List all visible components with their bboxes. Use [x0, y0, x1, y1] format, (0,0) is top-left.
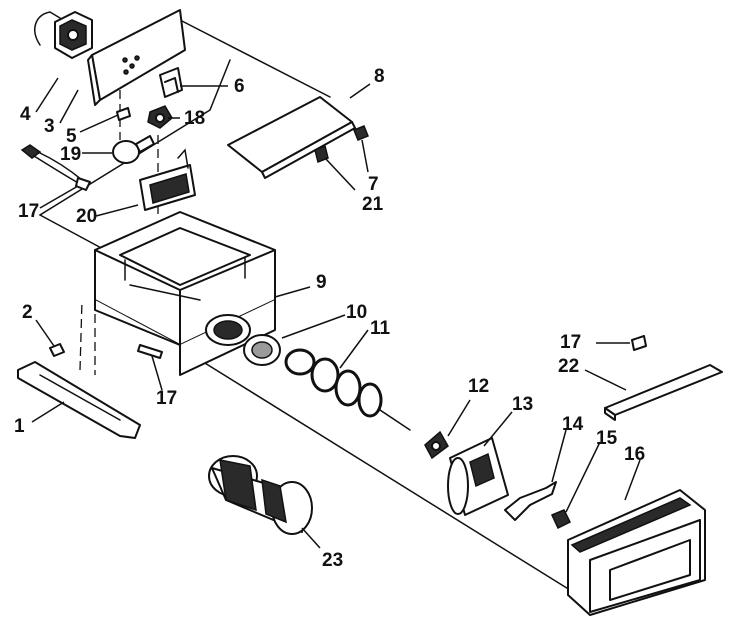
part-24-sleeve [208, 455, 313, 535]
callout-17-right: 17 [560, 332, 581, 353]
callout-19: 18 [184, 108, 205, 129]
callout-20: 19 [60, 144, 81, 165]
part-23-strip [604, 364, 723, 421]
callout-13: 13 [512, 394, 533, 415]
callout-22: 21 [362, 194, 384, 215]
part-1-rail [17, 361, 141, 439]
callout-16: 16 [624, 444, 645, 465]
leader-lines [31, 77, 641, 549]
callouts: 4 3 5 6 8 18 19 7 21 17 20 9 10 11 2 17 … [14, 66, 645, 571]
part-17-screw-right [631, 335, 647, 351]
part-2-screw [49, 343, 65, 357]
callout-15: 15 [596, 428, 618, 449]
callout-11: 11 [370, 318, 391, 339]
callout-3: 3 [44, 116, 55, 137]
part-15-nut [550, 509, 572, 530]
part-14-bracket [504, 481, 557, 521]
part-9-housing [94, 211, 276, 376]
part-12-nut [424, 430, 449, 460]
callout-5: 5 [66, 126, 77, 147]
part-11-auger-spring [284, 348, 411, 431]
callout-2: 2 [22, 302, 33, 323]
callout-18: 17 [18, 201, 39, 222]
part-6-bracket [159, 67, 183, 98]
callout-10: 10 [346, 302, 367, 323]
callout-1: 1 [14, 416, 25, 437]
part-5-screw [116, 107, 131, 121]
part-20-bulb [112, 135, 155, 164]
callout-21: 20 [76, 206, 97, 227]
callout-4: 4 [20, 104, 31, 125]
part-22-screw [314, 144, 329, 164]
part-3-mounting-plate [87, 9, 186, 106]
callout-6: 6 [234, 76, 245, 97]
callout-8: 8 [374, 66, 385, 87]
callout-14: 14 [562, 414, 584, 435]
part-17-pin-left [137, 344, 163, 359]
part-10-bearing [243, 334, 281, 366]
callout-23: 22 [558, 356, 579, 377]
part-7-screw [353, 125, 369, 141]
part-16-front-cover [567, 489, 706, 616]
callout-7: 7 [368, 174, 379, 195]
callout-12: 12 [468, 376, 489, 397]
part-19-socket [147, 105, 173, 129]
callout-17-left: 17 [156, 388, 177, 409]
part-21-grille [139, 148, 196, 211]
part-4-motor [34, 11, 93, 59]
callout-24: 23 [322, 550, 343, 571]
part-8-cover [227, 96, 356, 179]
callout-9: 9 [316, 272, 327, 293]
part-18-wire-harness [20, 144, 91, 191]
part-13-cylinder [447, 437, 509, 516]
